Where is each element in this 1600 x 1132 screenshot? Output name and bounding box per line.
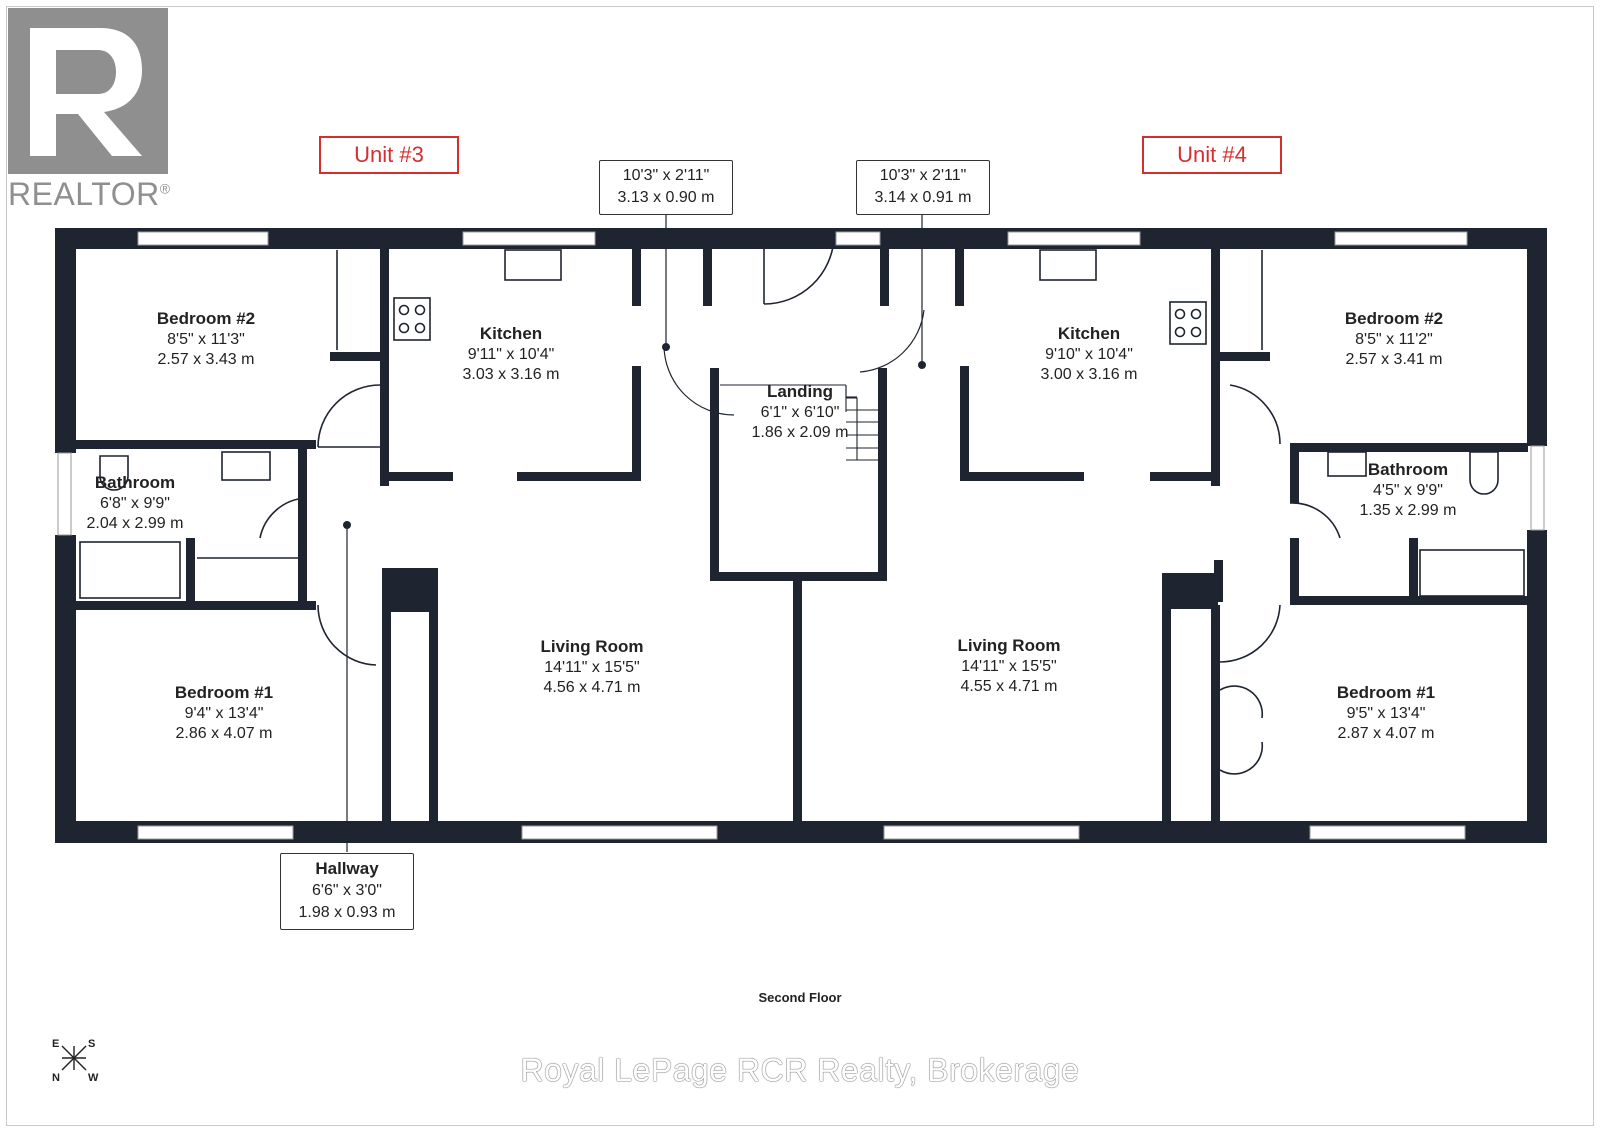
room-landing: Landing 6'1" x 6'10" 1.86 x 2.09 m bbox=[751, 382, 849, 441]
room-u3-bedroom1: Bedroom #1 9'4" x 13'4" 2.86 x 4.07 m bbox=[174, 683, 274, 742]
compass-icon bbox=[61, 1045, 87, 1071]
unit-4-label: Unit #4 bbox=[1142, 136, 1282, 174]
room-u4-living: Living Room 14'11" x 15'5" 4.55 x 4.71 m bbox=[957, 636, 1061, 695]
walls bbox=[55, 228, 1547, 843]
floor-label: Second Floor bbox=[758, 990, 842, 1005]
room-u3-bathroom: Bathroom 6'8" x 9'9" 2.04 x 2.99 m bbox=[86, 473, 184, 532]
brokerage-watermark: Royal LePage RCR Realty, Brokerage bbox=[520, 1052, 1080, 1088]
room-u4-bedroom2: Bedroom #2 8'5" x 11'2" 2.57 x 3.41 m bbox=[1344, 309, 1444, 368]
realtor-r-icon bbox=[8, 8, 168, 174]
room-u4-bedroom1: Bedroom #1 9'5" x 13'4" 2.87 x 4.07 m bbox=[1336, 683, 1436, 742]
room-u4-bathroom: Bathroom 4'5" x 9'9" 1.35 x 2.99 m bbox=[1359, 460, 1457, 519]
compass-n: N bbox=[52, 1072, 60, 1084]
image-frame bbox=[6, 6, 1594, 1126]
room-u3-bedroom2: Bedroom #2 8'5" x 11'3" 2.57 x 3.43 m bbox=[156, 309, 256, 368]
entry-left-imperial: 10'3" x 2'11" bbox=[622, 167, 710, 184]
entry-right-imperial: 10'3" x 2'11" bbox=[879, 167, 967, 184]
hallway-name: Hallway bbox=[315, 859, 379, 878]
entry-right-metric: 3.14 x 0.91 m bbox=[874, 189, 972, 206]
hallway-metric: 1.98 x 0.93 m bbox=[298, 904, 396, 921]
entry-left-callout: 10'3" x 2'11" 3.13 x 0.90 m bbox=[599, 160, 733, 215]
room-u3-living: Living Room 14'11" x 15'5" 4.56 x 4.71 m bbox=[540, 637, 644, 696]
realtor-wordmark: REALTOR® bbox=[8, 176, 171, 212]
hallway-callout: Hallway 6'6" x 3'0" 1.98 x 0.93 m bbox=[280, 853, 414, 930]
hallway-leader-dot bbox=[343, 521, 351, 529]
hallway-imperial: 6'6" x 3'0" bbox=[312, 882, 382, 899]
room-u4-kitchen: Kitchen 9'10" x 10'4" 3.00 x 3.16 m bbox=[1040, 324, 1138, 383]
entry-left-metric: 3.13 x 0.90 m bbox=[617, 189, 715, 206]
unit-3-label: Unit #3 bbox=[319, 136, 459, 174]
compass-w: W bbox=[88, 1072, 99, 1084]
room-u3-kitchen: Kitchen 9'11" x 10'4" 3.03 x 3.16 m bbox=[462, 324, 560, 383]
compass-s: S bbox=[88, 1038, 96, 1050]
compass-e: E bbox=[52, 1038, 60, 1050]
windows bbox=[57, 231, 1545, 840]
entry-right-callout: 10'3" x 2'11" 3.14 x 0.91 m bbox=[856, 160, 990, 215]
doors-and-fixtures bbox=[79, 237, 1525, 852]
